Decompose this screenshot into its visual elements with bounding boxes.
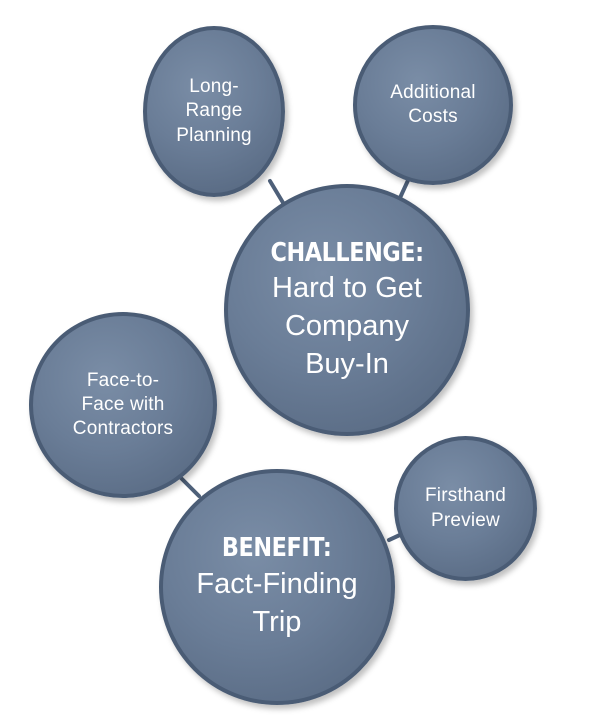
node-heading: BENEFIT: <box>222 533 332 564</box>
node-label-line: Planning <box>176 124 252 146</box>
node-firsthand-preview: Firsthand Preview <box>394 436 537 581</box>
node-label-line: Range <box>185 100 243 122</box>
node-label-line: Additional <box>390 81 476 103</box>
node-label-line: Buy-In <box>305 347 389 380</box>
node-label-line: Long- <box>189 76 239 98</box>
node-challenge: CHALLENGE: Hard to Get Company Buy-In <box>224 184 470 436</box>
node-additional-costs: Additional Costs <box>353 25 513 185</box>
node-heading: CHALLENGE: <box>270 237 424 268</box>
node-label-line: Firsthand <box>424 485 506 507</box>
node-long-range-planning: Long- Range Planning <box>143 26 285 197</box>
node-label-line: Preview <box>431 509 500 531</box>
node-label-line: Face with <box>81 393 165 415</box>
node-benefit: BENEFIT: Fact-Finding Trip <box>159 469 395 705</box>
node-label-line: Face-to- <box>86 369 160 391</box>
node-label-line: Hard to Get <box>272 272 422 305</box>
node-label-line: Company <box>284 310 410 343</box>
node-label-line: Fact-Finding <box>196 568 358 601</box>
node-face-to-face: Face-to- Face with Contractors <box>29 312 217 498</box>
node-label-line: Costs <box>408 106 458 127</box>
connector-face-to-benefit <box>179 476 201 498</box>
node-label-line: Trip <box>252 605 302 638</box>
node-label-line: Contractors <box>72 418 174 440</box>
